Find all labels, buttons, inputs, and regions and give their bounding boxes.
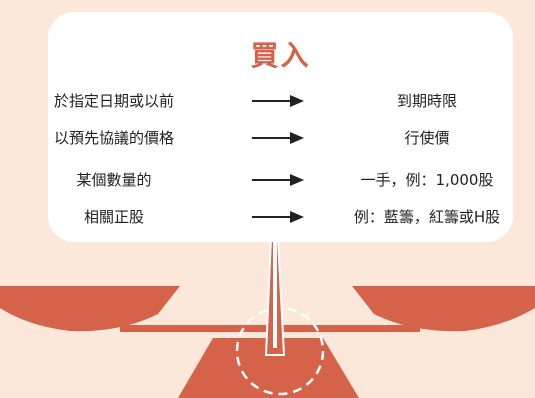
scale-base xyxy=(178,338,359,398)
card-title: 買入 xyxy=(250,39,311,72)
row-right-text: 到期時限 xyxy=(396,92,457,110)
row-right-text: 一手，例：1,000股 xyxy=(360,171,494,189)
row-quantity: 某個數量的 一手，例：1,000股 xyxy=(0,168,535,192)
right-arrow-icon xyxy=(252,95,304,107)
row-underlying: 相關正股 例：藍籌，紅籌或H股 xyxy=(0,205,535,229)
row-left-text: 相關正股 xyxy=(83,208,144,226)
scale-needle-tip xyxy=(273,238,277,348)
right-scale-pan xyxy=(352,286,535,332)
row-left-text: 以預先協議的價格 xyxy=(53,129,174,147)
row-left-text: 於指定日期或以前 xyxy=(53,92,174,110)
row-left-text: 某個數量的 xyxy=(76,171,152,189)
buy-info-card: 買入 xyxy=(48,12,513,242)
row-strike: 以預先協議的價格 行使價 xyxy=(0,126,535,150)
row-right-text: 例：藍籌，紅籌或H股 xyxy=(353,208,501,226)
right-arrow-icon xyxy=(252,174,304,186)
row-expiry: 於指定日期或以前 到期時限 xyxy=(0,89,535,113)
right-arrow-icon xyxy=(252,132,304,144)
right-arrow-icon xyxy=(252,211,304,223)
left-scale-pan xyxy=(0,286,180,332)
row-right-text: 行使價 xyxy=(404,129,450,147)
